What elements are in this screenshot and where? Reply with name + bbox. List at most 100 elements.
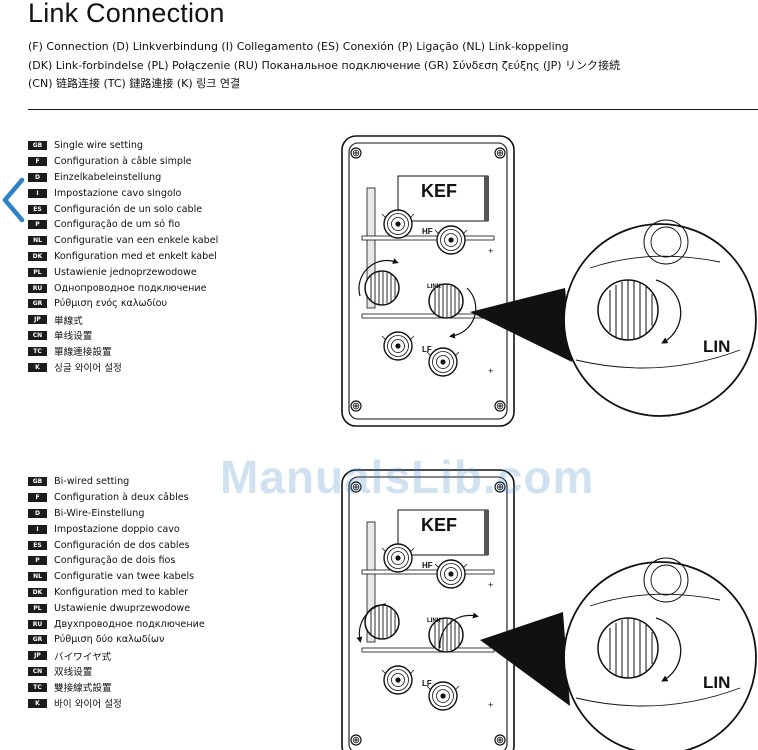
language-code-badge: K — [28, 698, 47, 708]
caption-item: P Configuração de dois fios — [28, 553, 205, 569]
caption-text: Single wire setting — [54, 140, 143, 152]
caption-text: Impostazione cavo singolo — [54, 187, 182, 199]
caption-text: Konfiguration med to kabler — [54, 586, 189, 598]
language-code-badge: JP — [28, 651, 47, 661]
caption-item: TC 單線連接設置 — [28, 343, 218, 359]
language-title-list: (F) Connection (D) Linkverbindung (I) Co… — [28, 38, 748, 94]
single-wire-diagram — [342, 136, 756, 426]
caption-item: CN 双线设置 — [28, 664, 205, 680]
caption-text: Configuratie van een enkele kabel — [54, 235, 219, 247]
language-code-badge: ES — [28, 204, 47, 214]
caption-text: Configuração de um só fio — [54, 219, 181, 231]
language-code-badge: NL — [28, 236, 47, 246]
caption-item: RU Двухпроводное подключение — [28, 616, 205, 632]
language-code-badge: PL — [28, 267, 47, 277]
caption-item: NL Configuratie van een enkele kabel — [28, 233, 218, 249]
language-code-badge: F — [28, 493, 47, 503]
caption-text: Impostazione doppio cavo — [54, 523, 180, 535]
language-code-badge: NL — [28, 572, 47, 582]
bi-wire-diagram — [342, 470, 756, 750]
caption-text: Однопроводное подключение — [54, 282, 207, 294]
caption-text: Configuração de dois fios — [54, 555, 176, 567]
caption-item: GB Single wire setting — [28, 138, 218, 154]
language-code-badge: I — [28, 188, 47, 198]
caption-item: GR Ρύθμιση δύο καλωδίων — [28, 632, 205, 648]
language-code-badge: K — [28, 362, 47, 372]
caption-text: Configuratie van twee kabels — [54, 571, 195, 583]
zoom-label: LIN — [703, 673, 730, 692]
link-label: LINK — [427, 284, 442, 290]
caption-text: 単線式 — [54, 315, 83, 327]
language-code-badge: RU — [28, 283, 47, 293]
lf-label: LF — [422, 345, 432, 354]
language-code-badge: GR — [28, 299, 47, 309]
caption-item: RU Однопроводное подключение — [28, 280, 218, 296]
language-code-badge: PL — [28, 603, 47, 613]
caption-item: F Configuration à deux câbles — [28, 490, 205, 506]
caption-item: K 싱글 와이어 설정 — [28, 359, 218, 375]
language-code-badge: I — [28, 524, 47, 534]
caption-text: Configuration à deux câbles — [54, 492, 189, 504]
caption-text: Configuración de dos cables — [54, 539, 190, 551]
header-divider — [28, 109, 758, 111]
lf-label: LF — [422, 679, 432, 688]
language-code-badge: GB — [28, 141, 47, 151]
language-code-badge: D — [28, 508, 47, 518]
caption-item: I Impostazione doppio cavo — [28, 521, 205, 537]
subtitle-line: (CN) 链路连接 (TC) 鏈路連接 (K) 링크 연결 — [28, 77, 241, 90]
caption-item: JP 単線式 — [28, 312, 218, 328]
language-code-badge: P — [28, 556, 47, 566]
language-code-badge: TC — [28, 346, 47, 356]
language-code-badge: CN — [28, 330, 47, 340]
caption-text: 雙接線式設置 — [54, 683, 112, 695]
language-code-badge: CN — [28, 666, 47, 676]
page-title: Link Connection — [28, 0, 225, 28]
language-code-badge: GR — [28, 635, 47, 645]
caption-text: 單線連接設置 — [54, 347, 112, 359]
subtitle-line: (F) Connection (D) Linkverbindung (I) Co… — [28, 40, 569, 53]
watermark: ManualsLib.com — [220, 451, 595, 503]
caption-text: 双线设置 — [54, 667, 93, 679]
language-code-badge: RU — [28, 619, 47, 629]
caption-item: PL Ustawienie dwuprzewodowe — [28, 600, 205, 616]
caption-text: 싱글 와이어 설정 — [54, 363, 122, 375]
language-code-badge: F — [28, 157, 47, 167]
caption-text: Configuration à câble simple — [54, 156, 192, 168]
zoom-label: LIN — [703, 337, 730, 356]
brand-logo-text: KEF — [421, 515, 457, 535]
language-code-badge: TC — [28, 682, 47, 692]
caption-text: Ustawienie dwuprzewodowe — [54, 602, 191, 614]
caption-item: ES Configuración de un solo cable — [28, 201, 218, 217]
language-code-badge: P — [28, 220, 47, 230]
language-code-badge: JP — [28, 315, 47, 325]
caption-item: ES Configuración de dos cables — [28, 537, 205, 553]
link-label: LINK — [427, 618, 442, 624]
caption-item: DK Konfiguration med to kabler — [28, 585, 205, 601]
language-code-badge: ES — [28, 540, 47, 550]
caption-text: 바이 와이어 설정 — [54, 699, 122, 711]
caption-item: GR Ρύθμιση ενός καλωδίου — [28, 296, 218, 312]
caption-item: NL Configuratie van twee kabels — [28, 569, 205, 585]
caption-text: Двухпроводное подключение — [54, 618, 205, 630]
hf-label: HF — [422, 561, 433, 570]
caption-text: Konfiguration med et enkelt kabel — [54, 250, 217, 262]
brand-logo-text: KEF — [421, 181, 457, 201]
subtitle-line: (DK) Link-forbindelse (PL) Połączenie (R… — [28, 58, 621, 72]
caption-text: Ρύθμιση δύο καλωδίων — [54, 634, 165, 646]
caption-text: Configuración de un solo cable — [54, 203, 203, 215]
caption-item: P Configuração de um só fio — [28, 217, 218, 233]
caption-text: Ρύθμιση ενός καλωδίου — [54, 298, 168, 310]
chevron-left-icon[interactable] — [0, 176, 28, 224]
caption-item: TC 雙接線式設置 — [28, 679, 205, 695]
language-code-badge: DK — [28, 587, 47, 597]
caption-text: Einzelkabeleinstellung — [54, 171, 162, 183]
